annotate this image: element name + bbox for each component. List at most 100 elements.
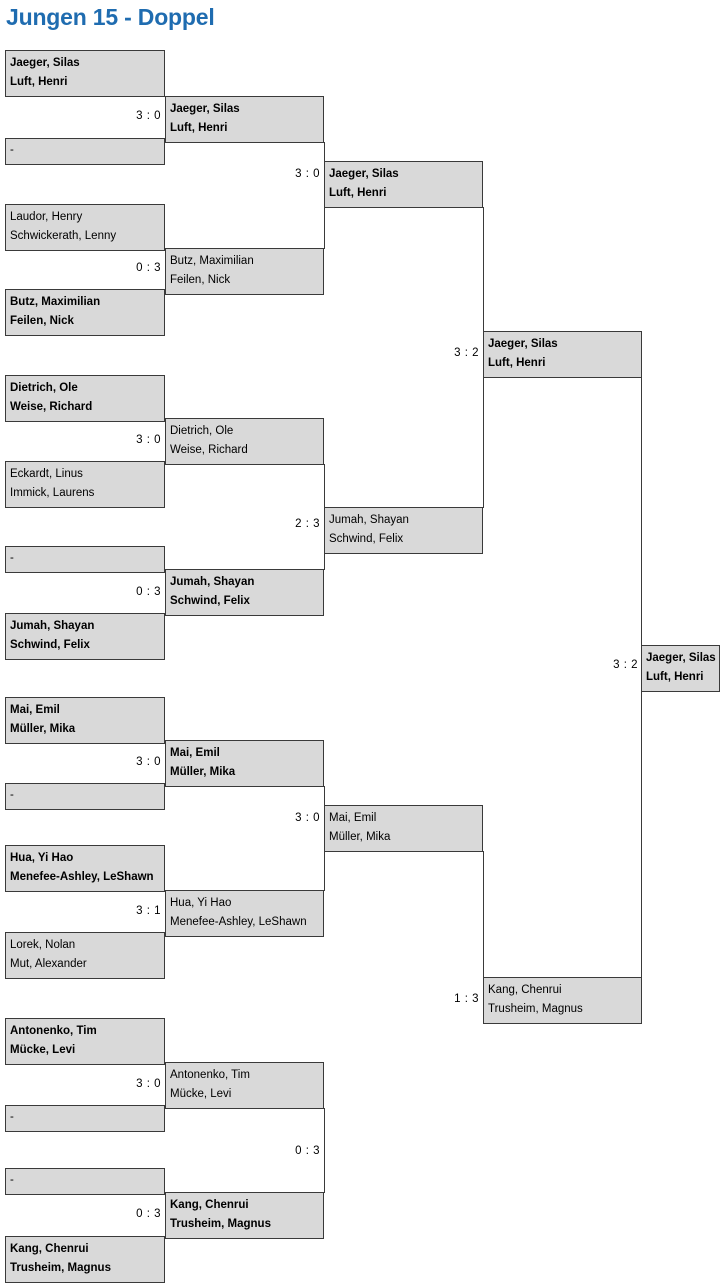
team-line-1: Mai, Emil bbox=[329, 812, 377, 824]
team-box[interactable]: Hua, Yi Hao Menefee-Ashley, LeShawn bbox=[165, 890, 324, 937]
team-box-bye[interactable]: - bbox=[5, 138, 165, 165]
team-line-1: Jumah, Shayan bbox=[170, 576, 255, 588]
team-line-1: Kang, Chenrui bbox=[10, 1243, 89, 1255]
team-box[interactable]: Jaeger, Silas Luft, Henri bbox=[324, 161, 483, 208]
team-box[interactable]: Jumah, Shayan Schwind, Felix bbox=[324, 507, 483, 554]
team-line-2: Luft, Henri bbox=[488, 357, 546, 369]
team-line-2: Trusheim, Magnus bbox=[488, 1003, 583, 1015]
team-line-1: Jaeger, Silas bbox=[646, 652, 716, 664]
team-line-2: Schwind, Felix bbox=[329, 533, 404, 545]
match-score: 0 : 3 bbox=[136, 1208, 161, 1220]
connector bbox=[324, 1108, 325, 1193]
team-box[interactable]: Butz, Maximilian Feilen, Nick bbox=[5, 289, 165, 336]
team-line-1: Jaeger, Silas bbox=[329, 168, 399, 180]
team-line-2: Mücke, Levi bbox=[10, 1044, 76, 1056]
team-line-1: Eckardt, Linus bbox=[10, 468, 83, 480]
team-line-1: - bbox=[10, 144, 14, 156]
team-line-2: Mücke, Levi bbox=[170, 1088, 232, 1100]
team-line-1: Hua, Yi Hao bbox=[10, 852, 74, 864]
team-box[interactable]: Kang, Chenrui Trusheim, Magnus bbox=[483, 977, 642, 1024]
team-line-1: Kang, Chenrui bbox=[488, 984, 562, 996]
match-score: 3 : 0 bbox=[136, 434, 161, 446]
team-line-1: Laudor, Henry bbox=[10, 211, 83, 223]
connector bbox=[483, 851, 484, 978]
team-line-1: Dietrich, Ole bbox=[10, 382, 78, 394]
team-line-1: Antonenko, Tim bbox=[10, 1025, 97, 1037]
team-box[interactable]: Laudor, Henry Schwickerath, Lenny bbox=[5, 204, 165, 251]
match-score: 3 : 0 bbox=[295, 168, 320, 180]
team-box[interactable]: Jaeger, Silas Luft, Henri bbox=[5, 50, 165, 97]
team-line-2: Menefee-Ashley, LeShawn bbox=[10, 871, 154, 883]
team-line-2: Schwind, Felix bbox=[10, 639, 90, 651]
team-box-bye[interactable]: - bbox=[5, 1105, 165, 1132]
team-line-2: Müller, Mika bbox=[170, 766, 236, 778]
team-line-1: Butz, Maximilian bbox=[10, 296, 101, 308]
team-line-1: Lorek, Nolan bbox=[10, 939, 76, 951]
team-line-2: Feilen, Nick bbox=[170, 274, 231, 286]
match-score: 0 : 3 bbox=[295, 1145, 320, 1157]
team-line-2: Menefee-Ashley, LeShawn bbox=[170, 916, 307, 928]
team-line-1: Jaeger, Silas bbox=[10, 57, 80, 69]
team-line-1: Jaeger, Silas bbox=[170, 103, 240, 115]
team-box[interactable]: Kang, Chenrui Trusheim, Magnus bbox=[165, 1192, 324, 1239]
match-score: 3 : 0 bbox=[136, 756, 161, 768]
team-box[interactable]: Hua, Yi Hao Menefee-Ashley, LeShawn bbox=[5, 845, 165, 892]
team-box[interactable]: Jaeger, Silas Luft, Henri bbox=[483, 331, 642, 378]
team-box[interactable]: Dietrich, Ole Weise, Richard bbox=[5, 375, 165, 422]
team-line-2: Immick, Laurens bbox=[10, 487, 95, 499]
match-score: 0 : 3 bbox=[136, 262, 161, 274]
team-line-1: - bbox=[10, 552, 14, 564]
team-line-2: Luft, Henri bbox=[329, 187, 387, 199]
team-box-bye[interactable]: - bbox=[5, 783, 165, 810]
team-line-1: - bbox=[10, 789, 14, 801]
team-line-1: Dietrich, Ole bbox=[170, 425, 234, 437]
team-line-2: Müller, Mika bbox=[10, 723, 76, 735]
team-line-1: Mai, Emil bbox=[170, 747, 220, 759]
match-score: 3 : 2 bbox=[613, 659, 638, 671]
team-line-2: Weise, Richard bbox=[170, 444, 248, 456]
match-score: 3 : 1 bbox=[136, 905, 161, 917]
team-line-1: Jumah, Shayan bbox=[10, 620, 95, 632]
team-line-1: - bbox=[10, 1174, 14, 1186]
match-score: 1 : 3 bbox=[454, 993, 479, 1005]
team-box[interactable]: Antonenko, Tim Mücke, Levi bbox=[5, 1018, 165, 1065]
team-line-1: Antonenko, Tim bbox=[170, 1069, 250, 1081]
team-box[interactable]: Eckardt, Linus Immick, Laurens bbox=[5, 461, 165, 508]
team-line-2: Mut, Alexander bbox=[10, 958, 87, 970]
team-line-1: Jumah, Shayan bbox=[329, 514, 409, 526]
match-score: 3 : 0 bbox=[295, 812, 320, 824]
page-title: Jungen 15 - Doppel bbox=[6, 4, 215, 30]
team-box[interactable]: Mai, Emil Müller, Mika bbox=[5, 697, 165, 744]
team-box[interactable]: Jaeger, Silas Luft, Henri bbox=[165, 96, 324, 143]
team-box[interactable]: Lorek, Nolan Mut, Alexander bbox=[5, 932, 165, 979]
team-line-1: Mai, Emil bbox=[10, 704, 60, 716]
team-box-bye[interactable]: - bbox=[5, 1168, 165, 1195]
team-line-1: Jaeger, Silas bbox=[488, 338, 558, 350]
team-box[interactable]: Mai, Emil Müller, Mika bbox=[324, 805, 483, 852]
match-score: 0 : 3 bbox=[136, 586, 161, 598]
match-score: 2 : 3 bbox=[295, 518, 320, 530]
match-score: 3 : 0 bbox=[136, 110, 161, 122]
match-score: 3 : 2 bbox=[454, 347, 479, 359]
team-line-1: Kang, Chenrui bbox=[170, 1199, 249, 1211]
team-line-1: Butz, Maximilian bbox=[170, 255, 254, 267]
team-line-2: Trusheim, Magnus bbox=[170, 1218, 271, 1230]
team-box[interactable]: Kang, Chenrui Trusheim, Magnus bbox=[5, 1236, 165, 1283]
team-box[interactable]: Butz, Maximilian Feilen, Nick bbox=[165, 248, 324, 295]
team-box[interactable]: Mai, Emil Müller, Mika bbox=[165, 740, 324, 787]
team-box[interactable]: Dietrich, Ole Weise, Richard bbox=[165, 418, 324, 465]
team-box[interactable]: Antonenko, Tim Mücke, Levi bbox=[165, 1062, 324, 1109]
match-score: 3 : 0 bbox=[136, 1078, 161, 1090]
team-line-2: Weise, Richard bbox=[10, 401, 93, 413]
team-line-2: Trusheim, Magnus bbox=[10, 1262, 111, 1274]
team-line-2: Feilen, Nick bbox=[10, 315, 74, 327]
team-line-2: Schwickerath, Lenny bbox=[10, 230, 117, 242]
team-line-1: Hua, Yi Hao bbox=[170, 897, 232, 909]
team-box-bye[interactable]: - bbox=[5, 546, 165, 573]
team-box[interactable]: Jumah, Shayan Schwind, Felix bbox=[165, 569, 324, 616]
champion-box[interactable]: Jaeger, Silas Luft, Henri bbox=[641, 645, 720, 692]
team-box[interactable]: Jumah, Shayan Schwind, Felix bbox=[5, 613, 165, 660]
team-line-2: Müller, Mika bbox=[329, 831, 391, 843]
team-line-2: Luft, Henri bbox=[10, 76, 68, 88]
